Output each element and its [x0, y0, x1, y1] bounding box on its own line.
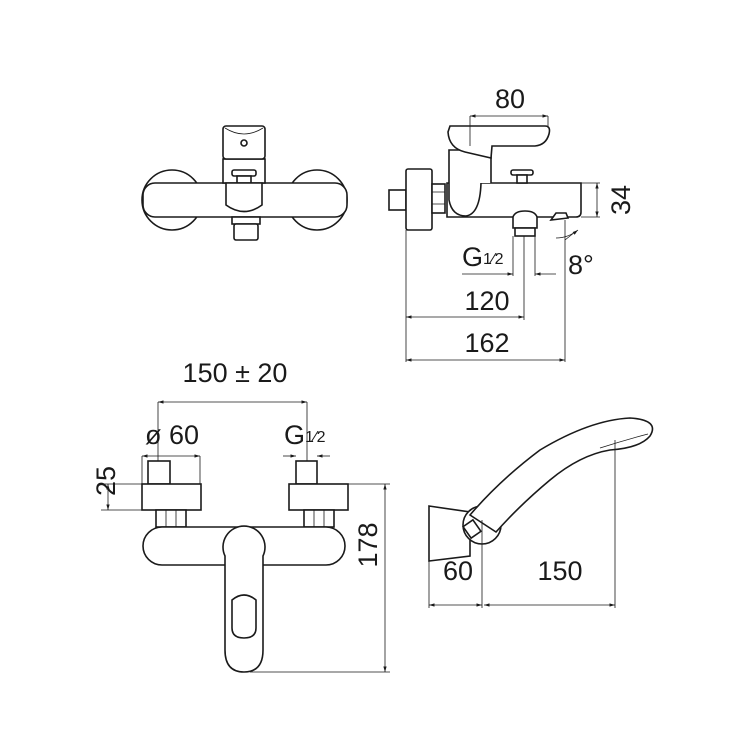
- thread-main: G: [284, 420, 305, 450]
- outlet-distance-label: 120: [464, 286, 509, 316]
- side-view: 80 34 8° G1⁄2 120 162: [388, 84, 636, 362]
- total-height-label: 178: [353, 522, 383, 567]
- outlet-thread-label: G1⁄2: [462, 242, 504, 272]
- bracket-depth-label: 60: [443, 556, 473, 586]
- plate-diameter-label: ø 60: [145, 420, 199, 450]
- front-view-bottom: 150 ± 20 ø 60 G1⁄2 25 178: [91, 358, 390, 673]
- thread-fraction: 1⁄2: [305, 429, 326, 446]
- spout-angle-label: 8°: [568, 250, 594, 280]
- thread-main: G: [462, 242, 483, 272]
- body-height-label: 34: [606, 185, 636, 215]
- thread-fraction: 1⁄2: [483, 251, 504, 268]
- hand-shower-view: 60 150: [428, 417, 654, 608]
- front-view-top: [141, 125, 348, 241]
- total-projection-label: 162: [464, 328, 509, 358]
- shower-length-label: 150: [537, 556, 582, 586]
- lever-depth-label: 80: [495, 84, 525, 114]
- centre-distance-label: 150 ± 20: [183, 358, 288, 388]
- inlet-thread-label: G1⁄2: [284, 420, 326, 450]
- plate-depth-label: 25: [91, 466, 121, 496]
